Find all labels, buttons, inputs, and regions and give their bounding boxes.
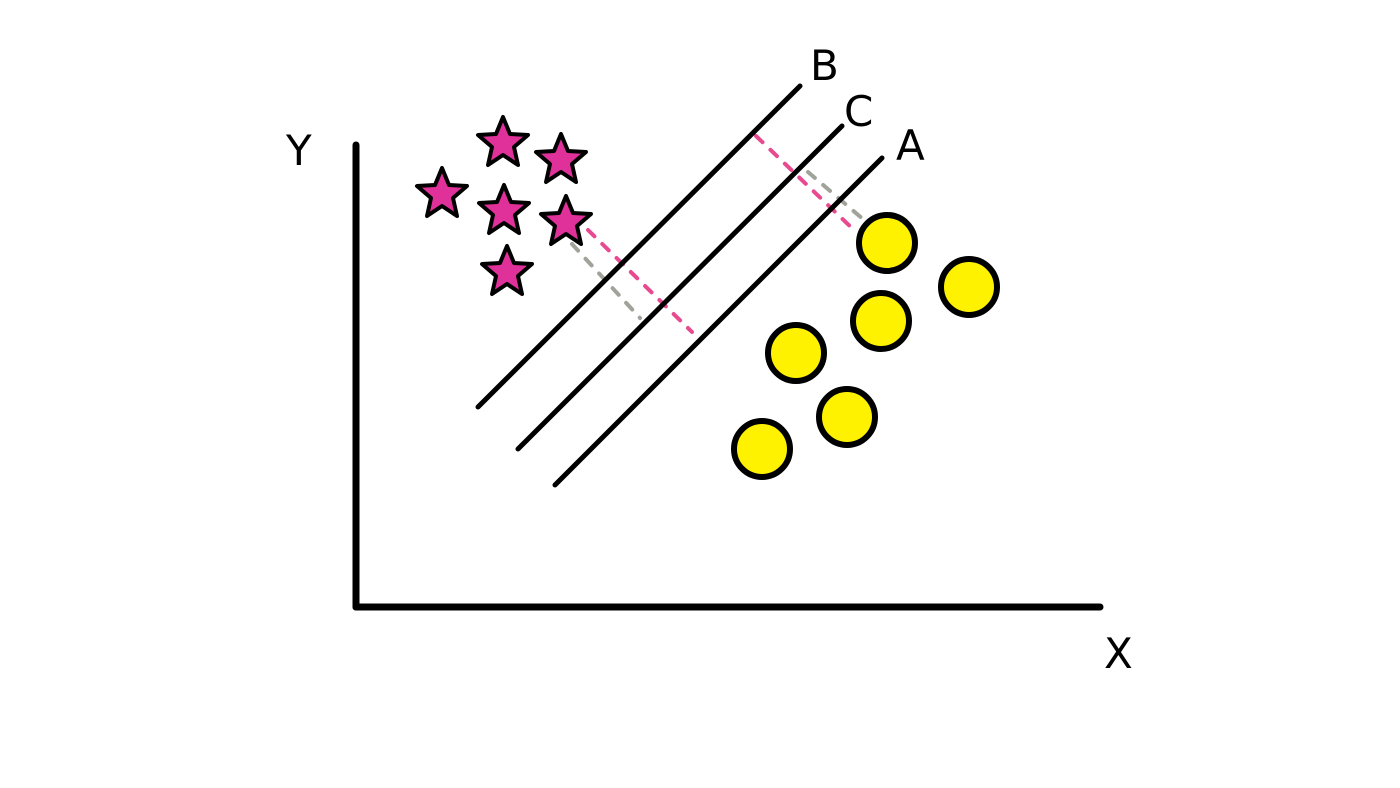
hyperplane-b bbox=[475, 83, 803, 410]
circle-icon bbox=[850, 290, 912, 352]
star-icon bbox=[539, 194, 593, 246]
circle-icon bbox=[765, 322, 827, 384]
x-axis-label: X bbox=[1104, 629, 1133, 678]
circle-icon bbox=[816, 386, 878, 448]
circle-cluster bbox=[731, 212, 1000, 480]
hyperplane-c bbox=[515, 123, 845, 452]
hyperplane-a bbox=[552, 155, 885, 488]
star-icon bbox=[477, 183, 531, 235]
circle-icon bbox=[856, 212, 918, 274]
circle-icon bbox=[731, 418, 793, 480]
star-icon bbox=[534, 132, 588, 184]
y-axis-label: Y bbox=[285, 126, 312, 175]
star-cluster bbox=[415, 115, 593, 296]
circle-icon bbox=[938, 256, 1000, 318]
star-icon bbox=[415, 166, 469, 218]
star-icon bbox=[476, 115, 530, 167]
hyperplane-label-b: B bbox=[810, 41, 839, 90]
hyperplane-label-c: C bbox=[844, 87, 873, 136]
star-icon bbox=[480, 244, 534, 296]
margin-dash-pink-right bbox=[754, 134, 858, 234]
hyperplane-label-a: A bbox=[896, 121, 925, 170]
margin-dash-gray-right bbox=[806, 170, 866, 222]
margin-dash-pink-left bbox=[586, 228, 694, 334]
